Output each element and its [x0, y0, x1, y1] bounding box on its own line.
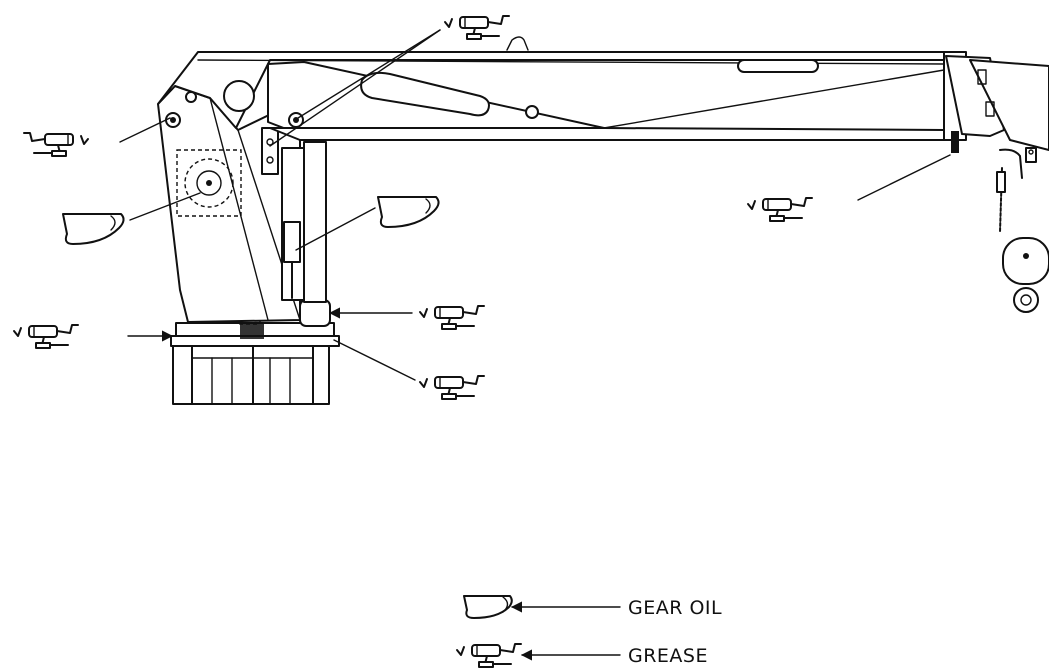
legend-grease-label: GREASE	[628, 645, 708, 667]
crane-base	[170, 283, 340, 405]
grease-gun-icon	[456, 643, 522, 668]
lift-arm	[261, 61, 605, 175]
legend: GEAR OIL GREASE	[456, 595, 722, 668]
hydraulic-cylinder	[281, 141, 327, 303]
crane-drawing	[157, 36, 1049, 405]
grease-point-slewing-ring-right	[333, 339, 485, 400]
gear-oil-point-cylinder	[295, 196, 440, 251]
legend-gear-oil-label: GEAR OIL	[628, 597, 722, 619]
grease-point-cylinder-base	[328, 305, 485, 330]
gear-oil-point-slewing-gear	[62, 192, 201, 245]
boom-tip-and-hook	[945, 55, 1049, 313]
grease-point-boom-tip	[747, 154, 951, 222]
grease-point-slewing-ring-left	[13, 324, 174, 349]
gear-oil-cup-icon	[463, 595, 513, 619]
grease-point-top	[269, 15, 510, 147]
inner-boom	[157, 36, 945, 129]
grease-point-column-top	[24, 117, 171, 156]
